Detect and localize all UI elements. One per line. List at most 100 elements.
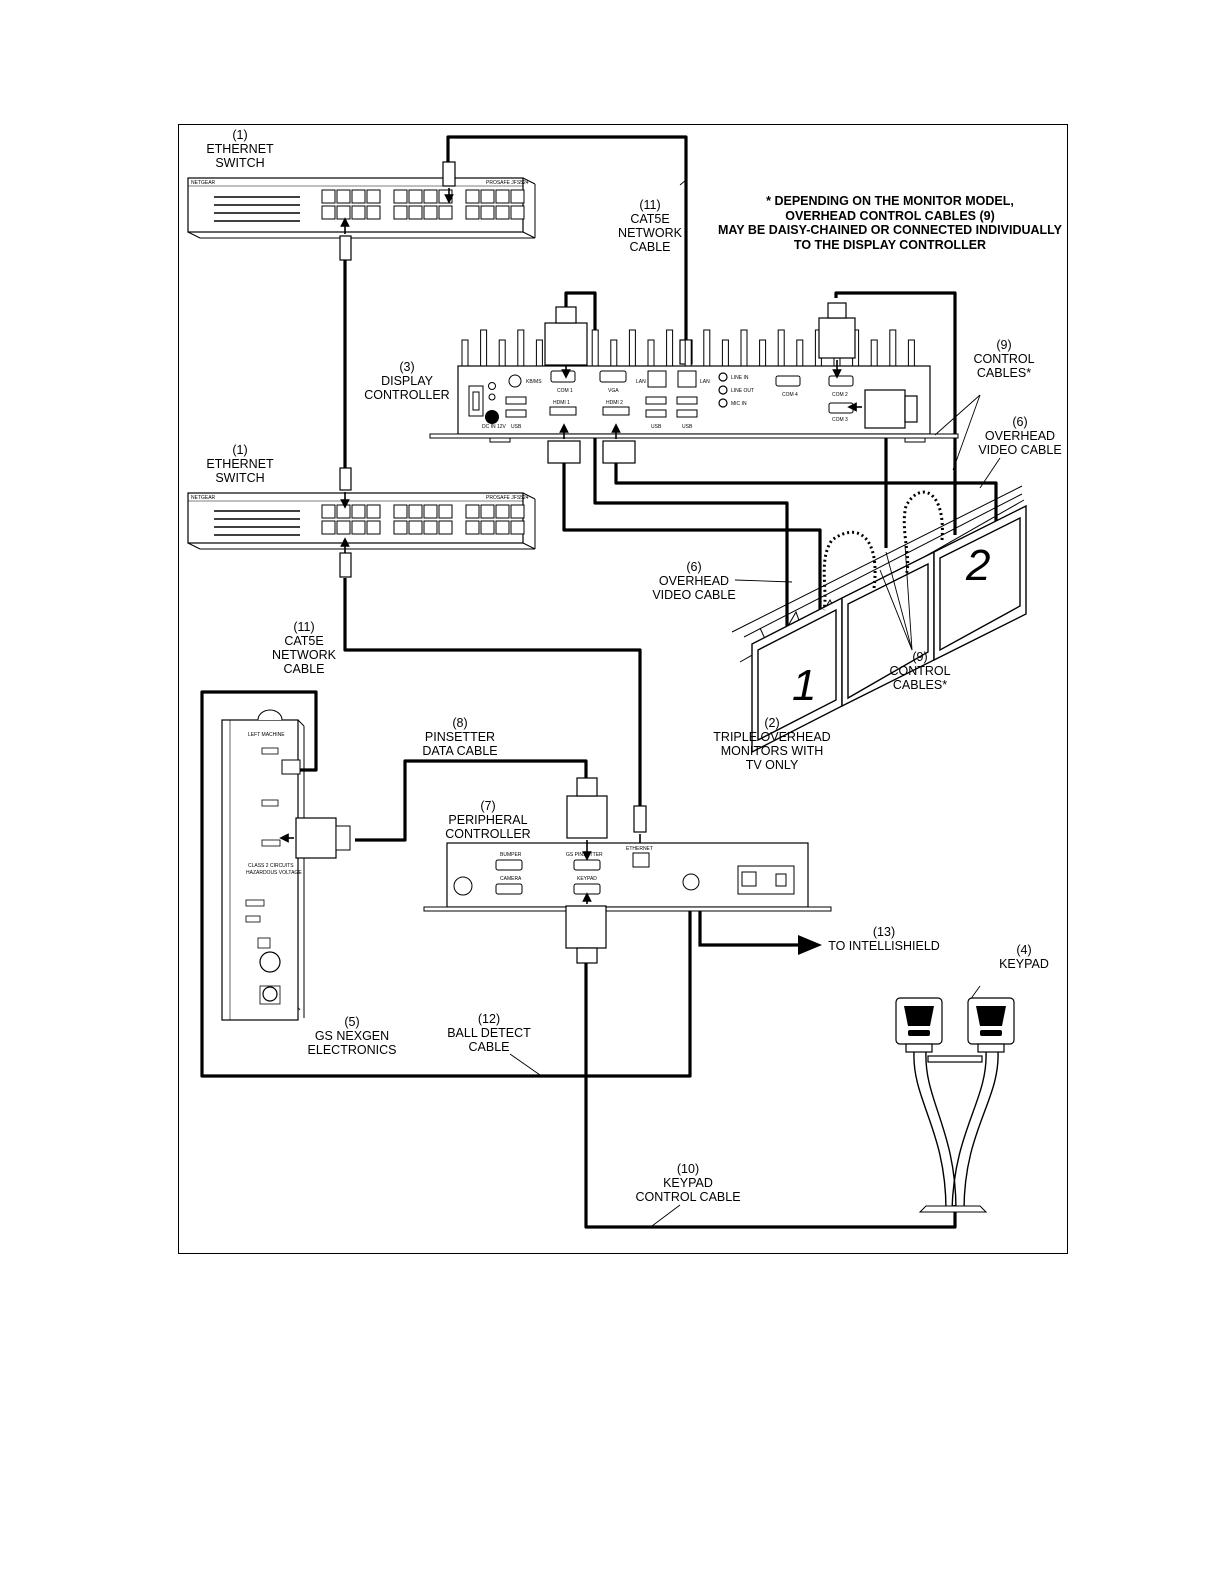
heatsink-fin xyxy=(777,329,785,366)
switch-port xyxy=(351,520,366,535)
gs-pinsetter-label: GS PINSETTER xyxy=(566,852,603,858)
switch-port xyxy=(480,205,495,220)
switch-port xyxy=(495,520,510,535)
switch-port xyxy=(408,520,423,535)
switch-port xyxy=(366,189,381,204)
heatsink-fin xyxy=(480,329,488,366)
switch-port xyxy=(393,189,408,204)
switch-port xyxy=(336,205,351,220)
switch-port xyxy=(510,205,525,220)
heatsink-fin xyxy=(870,339,878,366)
ethernet-switch-middle: NETGEAR PROSAFE JFS524 xyxy=(187,492,536,550)
left-machine-label: LEFT MACHINE xyxy=(248,732,285,738)
switch-model-top: PROSAFE JFS524 xyxy=(486,180,529,186)
hdmi1-label: HDMI 1 xyxy=(553,400,570,406)
switch-port xyxy=(495,205,510,220)
switch-port xyxy=(321,504,336,519)
vga-label: VGA xyxy=(608,388,619,394)
lan-label-2: LAN xyxy=(700,379,710,385)
switch-brand-top: NETGEAR xyxy=(191,180,216,186)
label-intellishield: (13)TO INTELLISHIELD xyxy=(828,925,940,953)
heatsink-fin xyxy=(907,339,915,366)
switch-port xyxy=(438,504,453,519)
line-in-label: LINE IN xyxy=(731,375,749,381)
switch-port xyxy=(321,205,336,220)
switch-port xyxy=(408,189,423,204)
switch-port xyxy=(366,205,381,220)
switch-port xyxy=(438,189,453,204)
heatsink-fin xyxy=(647,339,655,366)
switch-brand-middle: NETGEAR xyxy=(191,495,216,501)
switch-model-middle: PROSAFE JFS524 xyxy=(486,495,529,501)
switch-port xyxy=(480,504,495,519)
switch-port xyxy=(423,189,438,204)
switch-port xyxy=(423,520,438,535)
ethernet-switch-top: NETGEAR PROSAFE JFS524 xyxy=(187,177,536,239)
switch-port xyxy=(438,205,453,220)
switch-port xyxy=(321,520,336,535)
heatsink-fin xyxy=(535,339,543,366)
switch-port xyxy=(366,520,381,535)
mic-in-label: MIC IN xyxy=(731,401,747,407)
switch-port xyxy=(465,504,480,519)
monitor-number-2: 2 xyxy=(965,541,990,590)
switch-port xyxy=(366,504,381,519)
db9-connectors xyxy=(544,302,918,464)
note-line-3: MAY BE DAISY-CHAINED OR CONNECTED INDIVI… xyxy=(717,223,1063,237)
switch-port xyxy=(351,189,366,204)
hazard-label-1: CLASS 2 CIRCUITS xyxy=(248,863,294,869)
lan-label-1: LAN xyxy=(636,379,646,385)
heatsink-fin xyxy=(498,339,506,366)
note-line-4: TO THE DISPLAY CONTROLLER xyxy=(793,237,987,252)
heatsink-fin xyxy=(759,339,767,366)
usb-label-3: USB xyxy=(682,424,693,430)
switch-port xyxy=(510,520,525,535)
peripheral-controller: BUMPER GS PINSETTER CAMERA KEYPAD ETHERN… xyxy=(423,842,832,912)
note-line-1: * DEPENDING ON THE MONITOR MODEL, xyxy=(766,194,1014,208)
switch-port xyxy=(495,189,510,204)
heatsink-fin xyxy=(591,329,599,366)
heatsink-fin xyxy=(666,329,674,366)
heatsink-fin xyxy=(628,329,636,366)
cables xyxy=(200,135,998,1229)
triple-overhead-monitors: 1 2 xyxy=(291,179,1027,1227)
switch-port xyxy=(510,504,525,519)
switch-port xyxy=(465,520,480,535)
switch-port xyxy=(336,189,351,204)
switch-port xyxy=(423,504,438,519)
heatsink-fin xyxy=(740,329,748,366)
heatsink-fin xyxy=(796,339,804,366)
line-out-label: LINE OUT xyxy=(731,388,754,394)
monitor-model-note: * DEPENDING ON THE MONITOR MODEL, OVERHE… xyxy=(700,194,1080,252)
note-line-2: OVERHEAD CONTROL CABLES (9) xyxy=(785,208,995,223)
com4-label: COM 4 xyxy=(782,392,798,398)
switch-port xyxy=(495,504,510,519)
heatsink-fin xyxy=(889,329,897,366)
switch-port xyxy=(465,205,480,220)
switch-port xyxy=(351,504,366,519)
switch-port xyxy=(321,189,336,204)
switch-port xyxy=(510,189,525,204)
gs-nexgen-electronics: LEFT MACHINE CLASS 2 CIRCUITS HAZARDOUS … xyxy=(221,709,351,1021)
hdmi2-label: HDMI 2 xyxy=(606,400,623,406)
kbms-label: KB/MS xyxy=(526,379,542,385)
heatsink-fin xyxy=(684,339,692,366)
display-controller: DC IN 12V KB/MS USB USB USB COM 1 VGA LA… xyxy=(429,329,959,443)
heatsink-fin xyxy=(721,339,729,366)
keypad-stand xyxy=(895,997,1015,1213)
com1-label: COM 1 xyxy=(557,388,573,394)
